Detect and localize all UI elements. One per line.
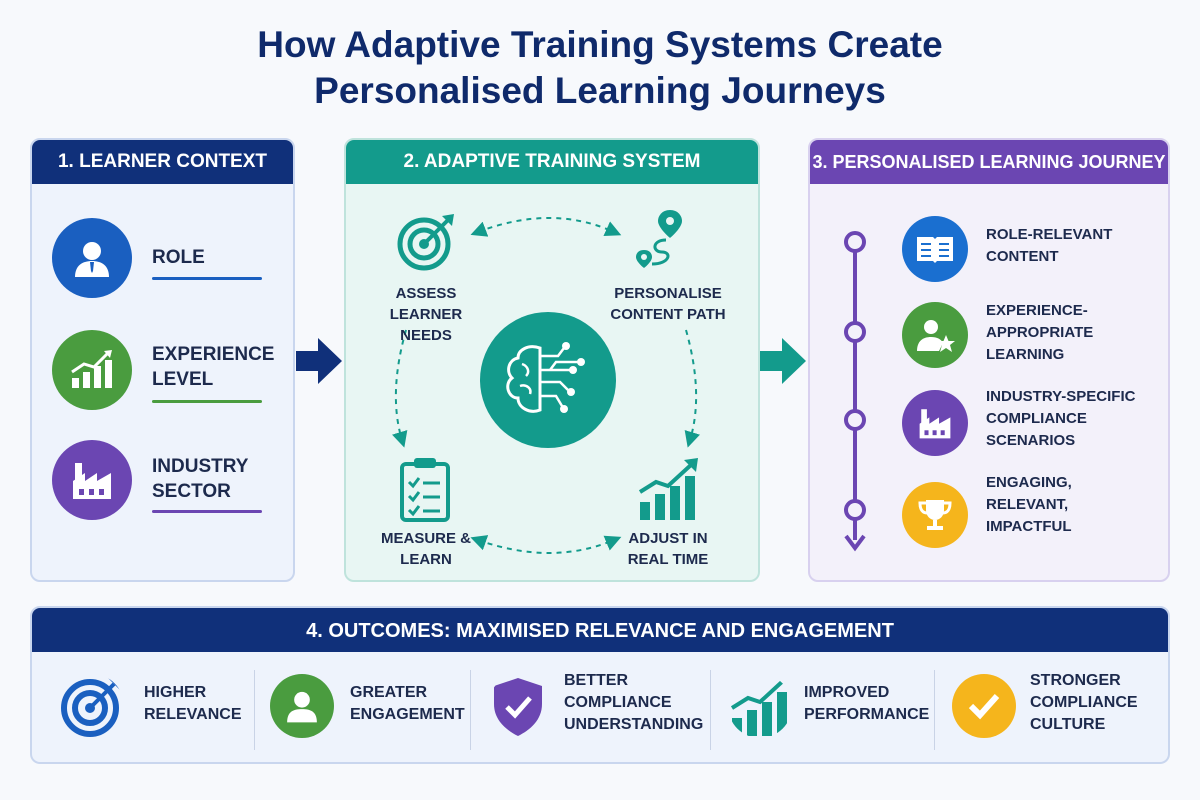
outcomes-panel: 4. OUTCOMES: MAXIMISED RELEVANCE AND ENG… [30,606,1170,764]
outcome-label-relevance: HIGHER RELEVANCE [144,684,242,723]
user-icon [52,218,132,298]
step-personalise-label: PERSONALISE CONTENT PATH [610,285,726,323]
outcome-label-engagement: GREATER ENGAGEMENT [350,684,465,723]
context-label-industry: INDUSTRY SECTOR [152,456,249,502]
learning-journey-panel: 3. PERSONALISED LEARNING JOURNEY ROLE-RE… [808,138,1170,582]
learning-journey-heading: 3. PERSONALISED LEARNING JOURNEY [810,140,1168,184]
outcome-divider [254,670,255,750]
context-item-experience: EXPERIENCE LEVEL [52,330,282,414]
flow-arrow-icon [760,338,806,384]
user-icon [270,674,334,738]
ai-brain-icon [480,312,616,448]
outcomes-heading: 4. OUTCOMES: MAXIMISED RELEVANCE AND ENG… [32,608,1168,652]
outcome-item-engagement: GREATER ENGAGEMENT [270,668,470,752]
journey-item-role-content: ROLE-RELEVANT CONTENT [902,216,1162,286]
journey-item-experience: EXPERIENCE- APPROPRIATE LEARNING [902,302,1162,372]
journey-timeline [844,231,866,552]
step-assess-label: ASSESS LEARNER NEEDS [389,285,463,344]
clipboard-checklist-icon [400,458,450,522]
shield-check-icon [494,678,542,736]
context-underline [152,400,262,403]
journey-label-industry: INDUSTRY-SPECIFIC COMPLIANCE SCENARIOS [986,388,1136,449]
outcome-divider [470,670,471,750]
open-book-icon [902,216,968,282]
outcome-item-performance: IMPROVED PERFORMANCE [728,668,929,752]
learner-context-heading: 1. LEARNER CONTEXT [32,140,293,184]
outcome-item-compliance-understanding: BETTER COMPLIANCE UNDERSTANDING [488,668,708,752]
page-title: How Adaptive Training Systems Create Per… [257,24,943,111]
context-label-experience: EXPERIENCE LEVEL [152,344,275,390]
adaptive-system-panel: 2. ADAPTIVE TRAINING SYSTEM ASSESS LEARN… [344,138,760,582]
check-circle-icon [952,674,1016,738]
target-icon [61,676,122,737]
learner-context-panel: 1. LEARNER CONTEXT ROLE EXPERIENCE LEVEL [30,138,295,582]
outcome-item-relevance: HIGHER RELEVANCE [60,668,250,752]
context-item-industry: INDUSTRY SECTOR [52,440,282,524]
outcome-divider [934,670,935,750]
journey-label-engaging: ENGAGING, RELEVANT, IMPACTFUL [986,474,1072,535]
journey-item-engaging: ENGAGING, RELEVANT, IMPACTFUL [902,474,1162,552]
context-underline [152,510,262,513]
step-adjust-label: ADJUST IN REAL TIME [627,530,709,568]
journey-item-industry: INDUSTRY-SPECIFIC COMPLIANCE SCENARIOS [902,388,1162,460]
growth-chart-icon [52,330,132,410]
journey-label-role-content: ROLE-RELEVANT CONTENT [986,226,1113,265]
outcome-divider [710,670,711,750]
rising-bars-icon [638,458,698,520]
outcome-label-performance: IMPROVED PERFORMANCE [804,684,930,723]
outcome-item-compliance-culture: STRONGER COMPLIANCE CULTURE [952,668,1162,752]
outcome-label-compliance-culture: STRONGER COMPLIANCE CULTURE [1030,672,1138,733]
context-underline [152,277,262,280]
target-icon [397,214,454,271]
context-label-role: ROLE [152,247,205,268]
route-pin-icon [636,210,682,268]
user-star-icon [902,302,968,368]
journey-label-experience: EXPERIENCE- APPROPRIATE LEARNING [986,302,1094,363]
factory-icon [902,390,968,456]
context-item-role: ROLE [52,218,282,302]
cycle-arrows [392,217,700,554]
factory-icon [52,440,132,520]
adaptive-system-heading: 2. ADAPTIVE TRAINING SYSTEM [346,140,758,184]
flow-arrow-icon [296,338,342,384]
rising-bars-icon [730,674,790,736]
outcome-label-compliance-understanding: BETTER COMPLIANCE UNDERSTANDING [564,672,704,733]
step-measure-label: MEASURE & LEARN [380,530,471,568]
trophy-icon [902,482,968,548]
